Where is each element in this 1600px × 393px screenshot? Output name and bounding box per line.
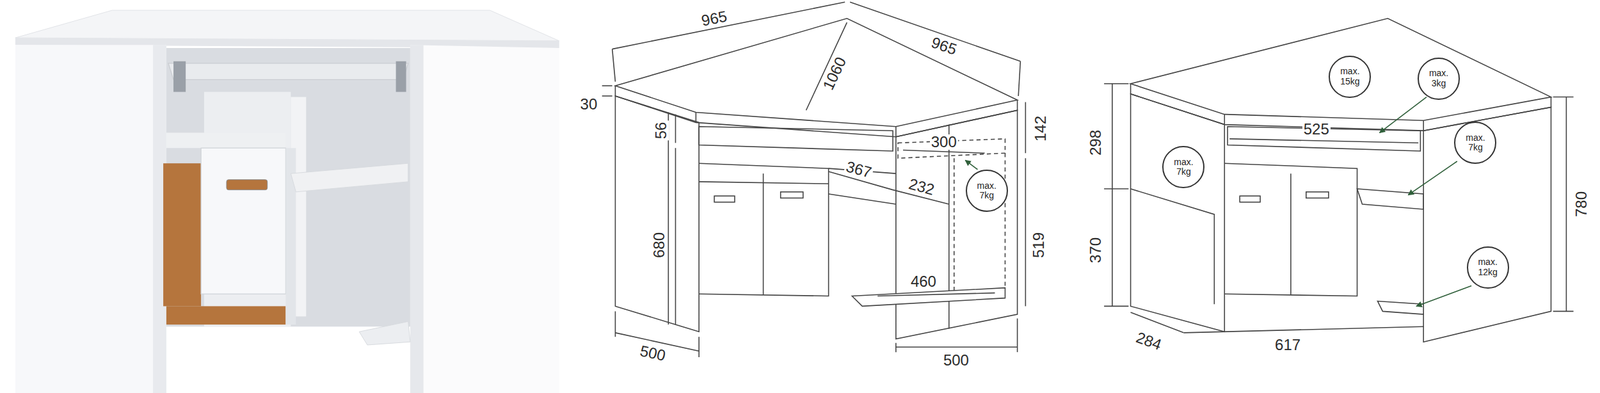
dimension-label: 525: [1302, 121, 1331, 137]
load-text: max. 7kg: [972, 181, 1002, 201]
desk-drawing-loads: [1104, 18, 1574, 342]
load-text: max. 15kg: [1335, 66, 1365, 87]
dimension-label: 965: [698, 8, 730, 29]
desk-drawing-dimensions: [602, 1, 1026, 358]
load-callout: max. 7kg: [1162, 145, 1205, 189]
dimension-label: 30: [579, 96, 600, 112]
dimension-label: 298: [1088, 128, 1104, 157]
load-callout: max. 3kg: [1417, 57, 1460, 100]
load-text: max. 7kg: [1460, 133, 1490, 153]
dimension-label: 300: [929, 134, 959, 150]
dimension-label: 460: [909, 273, 938, 290]
dimension-label: 617: [1273, 337, 1302, 353]
dimension-label: 680: [651, 231, 667, 260]
load-callout: max. 7kg: [1454, 121, 1497, 164]
load-text: max. 7kg: [1168, 157, 1199, 178]
desk-photo: [15, 10, 560, 393]
load-text: max. 3kg: [1424, 68, 1454, 89]
dimension-label: 284: [1132, 328, 1165, 354]
dimension-label: 500: [637, 342, 669, 364]
dimension-label: 56: [653, 120, 669, 141]
dimension-label: 370: [1088, 236, 1104, 265]
dimension-label: 142: [1032, 114, 1049, 143]
dimension-label: 965: [928, 33, 960, 58]
load-callout: max. 12kg: [1466, 246, 1510, 289]
dimension-label: 500: [942, 352, 971, 368]
dimension-label: 519: [1031, 231, 1047, 260]
load-callout: max. 7kg: [965, 169, 1008, 212]
load-text: max. 12kg: [1473, 257, 1503, 278]
dimension-label: 780: [1573, 190, 1590, 219]
load-callout: max. 15kg: [1328, 55, 1371, 98]
